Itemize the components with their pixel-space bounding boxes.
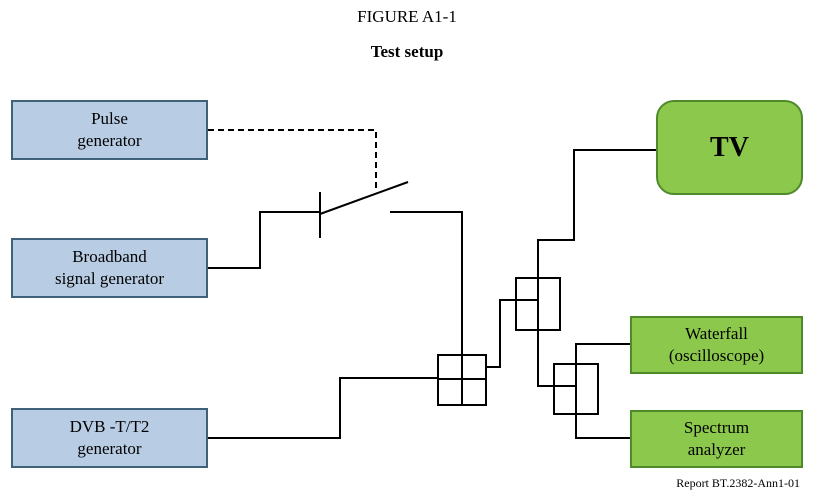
dvb-generator-label-1: DVB -T/T2 xyxy=(69,417,150,436)
tv-label: TV xyxy=(710,131,749,163)
combiner-bottom-left xyxy=(437,378,463,406)
broadband-generator-label-1: Broadband xyxy=(72,247,147,266)
pulse-control-line xyxy=(208,129,377,190)
combiner-left xyxy=(437,354,463,380)
splitter-1-bottom xyxy=(515,299,539,331)
tv-block: TV xyxy=(656,100,803,195)
spectrum-analyzer-block: Spectrum analyzer xyxy=(630,410,803,468)
report-reference: Report BT.2382-Ann1-01 xyxy=(676,476,800,490)
spectrum-analyzer-label-2: analyzer xyxy=(687,440,746,459)
dvb-wire xyxy=(208,377,438,439)
figure-title: Test setup xyxy=(370,42,444,61)
splitter-link-wire xyxy=(537,330,554,387)
switch-blade xyxy=(319,181,409,215)
splitter-2-bottom xyxy=(553,385,577,415)
pulse-generator-label-2: generator xyxy=(77,131,142,150)
broadband-wire xyxy=(208,211,320,269)
splitter-2-right xyxy=(575,363,599,415)
tv-wire xyxy=(537,149,656,278)
combiner-to-splitter-wire xyxy=(486,299,516,368)
spectrum-analyzer-label-1: Spectrum xyxy=(683,418,750,437)
splitter-1-top xyxy=(515,277,539,301)
waterfall-label-2: (oscilloscope) xyxy=(668,346,765,365)
dvb-generator-label-2: generator xyxy=(77,439,142,458)
dvb-generator-block: DVB -T/T2 generator xyxy=(11,408,208,468)
pulse-generator-label-1: Pulse xyxy=(91,109,128,128)
splitter-1-right xyxy=(537,277,561,331)
combiner-right xyxy=(461,354,487,380)
splitter-2-top xyxy=(553,363,577,387)
broadband-generator-label-2: signal generator xyxy=(54,269,165,288)
spectrum-wire xyxy=(575,414,630,439)
waterfall-wire xyxy=(575,343,630,364)
waterfall-label-1: Waterfall xyxy=(685,324,748,343)
combiner-bottom-right xyxy=(461,378,487,406)
figure-number: FIGURE A1-1 xyxy=(357,7,457,26)
pulse-generator-block: Pulse generator xyxy=(11,100,208,160)
switch-output-wire xyxy=(390,211,463,378)
waterfall-block: Waterfall (oscilloscope) xyxy=(630,316,803,374)
broadband-generator-block: Broadband signal generator xyxy=(11,238,208,298)
